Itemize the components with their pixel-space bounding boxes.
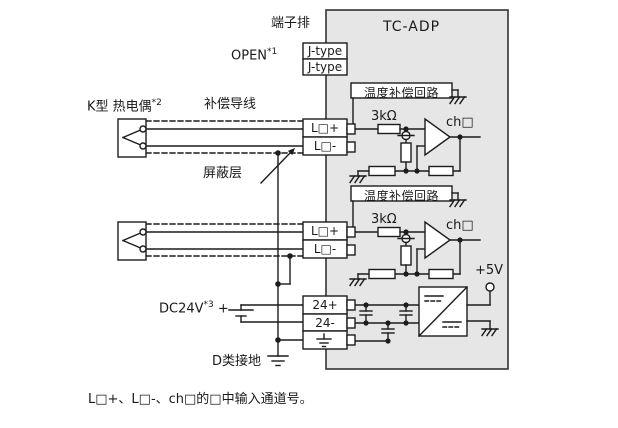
terminal-block <box>302 42 356 350</box>
comp-circuit-label-ch1: 温度补偿回路 <box>363 86 439 100</box>
channel-2-circuit <box>349 185 481 287</box>
opamp-icon <box>424 220 452 260</box>
terminal-24-minus-label: 24- <box>315 316 335 330</box>
amp-label-ch1: ch□ <box>446 115 474 130</box>
terminal-tab <box>346 226 356 238</box>
chassis-ground-icon <box>349 175 367 184</box>
chassis-ground-icon <box>449 199 467 208</box>
terminal-l1-plus-label: L□+ <box>310 121 340 135</box>
class-d-ground-label: D类接地 <box>212 354 262 369</box>
terminal-tab <box>346 317 356 329</box>
power-section <box>354 282 499 344</box>
jtype-1-label: J-type <box>307 44 343 58</box>
terminal-tab <box>346 334 356 346</box>
terminal-l2-minus-label: L□- <box>313 242 337 256</box>
terminal-jtype-2 <box>302 58 348 76</box>
thermocouple-2 <box>117 221 304 261</box>
resistor-vertical <box>400 245 412 266</box>
terminal-strip-label: 端子排 <box>271 16 311 31</box>
resistor-feedback <box>428 268 454 280</box>
terminal-tab <box>346 123 356 135</box>
dc24v-label: DC24V*3 + <box>159 300 229 317</box>
terminal-l2-plus-label: L□+ <box>310 224 340 238</box>
amp-label-ch2: ch□ <box>446 218 474 233</box>
jtype-2-label: J-type <box>307 60 343 74</box>
terminal-tab <box>346 299 356 311</box>
thermocouple-body <box>117 118 147 158</box>
thermocouple-body <box>117 221 147 261</box>
terminal-l1-minus-label: L□- <box>313 139 337 153</box>
v5-terminal <box>485 282 495 292</box>
terminal-tab <box>346 141 356 153</box>
resistor-input <box>368 165 396 177</box>
shield-ground-net <box>267 152 304 367</box>
thermocouple-footnote-ref: *2 <box>151 98 162 108</box>
resistor-feedback <box>428 165 454 177</box>
dc24v-battery <box>228 304 304 323</box>
shield-arrow <box>260 148 295 184</box>
opamp-icon <box>424 117 452 157</box>
v5-label: +5V <box>475 263 504 278</box>
chassis-ground-icon <box>449 96 467 105</box>
panel-title: TC-ADP <box>383 19 441 35</box>
open-label: OPEN*1 <box>231 47 278 64</box>
compensation-wire-label: 补偿导线 <box>204 97 257 112</box>
junction-dots <box>275 150 293 343</box>
thermocouple-label: K型 热电偶*2 <box>87 98 162 115</box>
chassis-ground-icon <box>349 278 367 287</box>
terminal-tab <box>346 244 356 256</box>
chassis-ground-icon <box>481 328 499 337</box>
shield-label: 屏蔽层 <box>203 166 243 181</box>
open-footnote-ref: *1 <box>267 47 278 57</box>
earth-ground-terminal-icon <box>316 333 332 348</box>
thermocouple-1 <box>117 118 304 158</box>
earth-ground-icon <box>267 355 289 367</box>
resistor-input <box>368 268 396 280</box>
dc24v-plus-sign: + <box>217 301 229 317</box>
resistor-vertical <box>400 142 412 163</box>
comp-circuit-label-ch2: 温度补偿回路 <box>363 189 439 203</box>
footnote: L□+、L□-、ch□的□中输入通道号。 <box>88 392 313 407</box>
channel-1-circuit <box>349 82 481 184</box>
resistor-label-ch2: 3kΩ <box>371 212 397 227</box>
resistor-3k <box>377 123 401 135</box>
terminal-24-plus-label: 24+ <box>312 298 338 312</box>
resistor-label-ch1: 3kΩ <box>371 109 397 124</box>
resistor-3k <box>377 226 401 238</box>
dc24v-footnote-ref: *3 <box>203 300 214 310</box>
